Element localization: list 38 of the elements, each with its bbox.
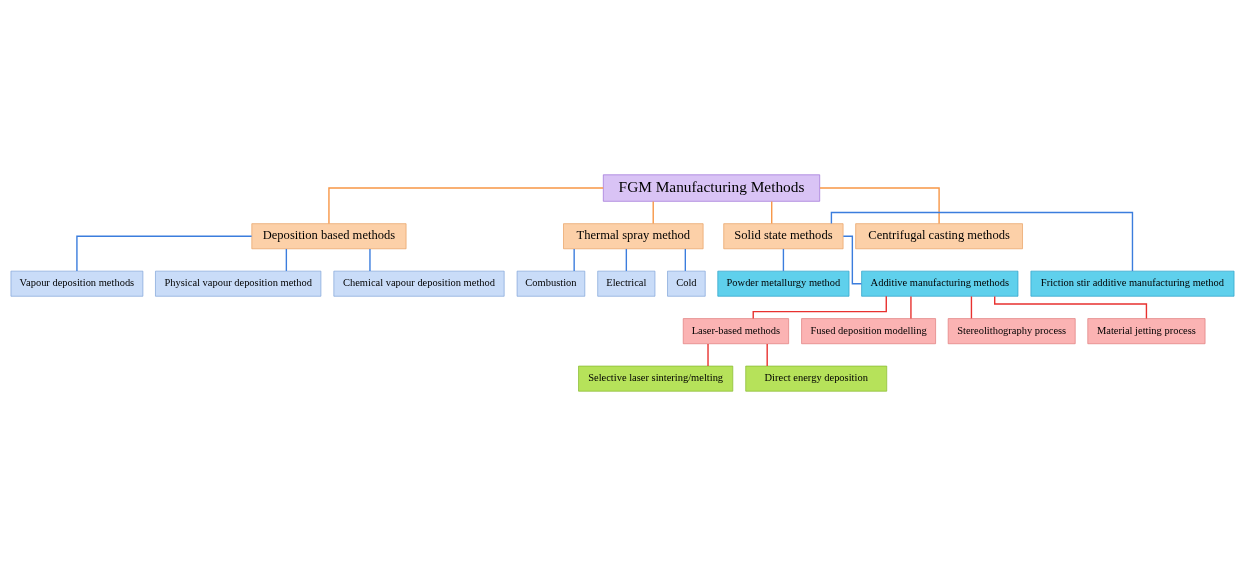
- connector: [830, 211, 1134, 272]
- node-box: Chemical vapour deposition method: [333, 270, 505, 297]
- node-box: Cold: [667, 270, 706, 297]
- node-box: Powder metallurgy method: [717, 270, 850, 297]
- connector: [76, 235, 253, 272]
- connector: [910, 295, 912, 319]
- node-box: Additive manufacturing methods: [861, 270, 1019, 297]
- connector: [652, 200, 654, 224]
- node-box: Fused deposition modelling: [801, 317, 936, 344]
- node-box: Centrifugal casting methods: [855, 222, 1023, 249]
- connector: [328, 186, 604, 224]
- node-box: Solid state methods: [723, 222, 844, 249]
- node-box: Electrical: [597, 270, 656, 297]
- connector: [970, 295, 973, 319]
- node-box: Thermal spray method: [563, 222, 704, 249]
- connector: [771, 200, 773, 224]
- connector: [842, 235, 863, 284]
- node-box: Laser-based methods: [682, 317, 789, 344]
- node-box: Physical vapour deposition method: [155, 270, 322, 297]
- connector: [573, 247, 575, 272]
- connector: [766, 342, 768, 367]
- connector: [625, 247, 628, 272]
- connector: [782, 247, 785, 272]
- node-box: Friction stir additive manufacturing method: [1030, 270, 1235, 297]
- node-box: Vapour deposition methods: [10, 270, 144, 297]
- node-box: Deposition based methods: [251, 222, 407, 249]
- node-box: Selective laser sintering/melting: [578, 365, 734, 392]
- connector: [752, 295, 887, 319]
- connector: [369, 247, 371, 272]
- connector: [819, 186, 940, 224]
- connector: [707, 342, 709, 367]
- node-box: Combustion: [516, 270, 586, 297]
- connector: [684, 247, 687, 272]
- node-box: Stereolithography process: [947, 317, 1076, 344]
- connector: [285, 247, 288, 272]
- node-box: Material jetting process: [1087, 317, 1206, 344]
- node-box: FGM Manufacturing Methods: [602, 173, 821, 202]
- node-box: Direct energy deposition: [745, 365, 888, 392]
